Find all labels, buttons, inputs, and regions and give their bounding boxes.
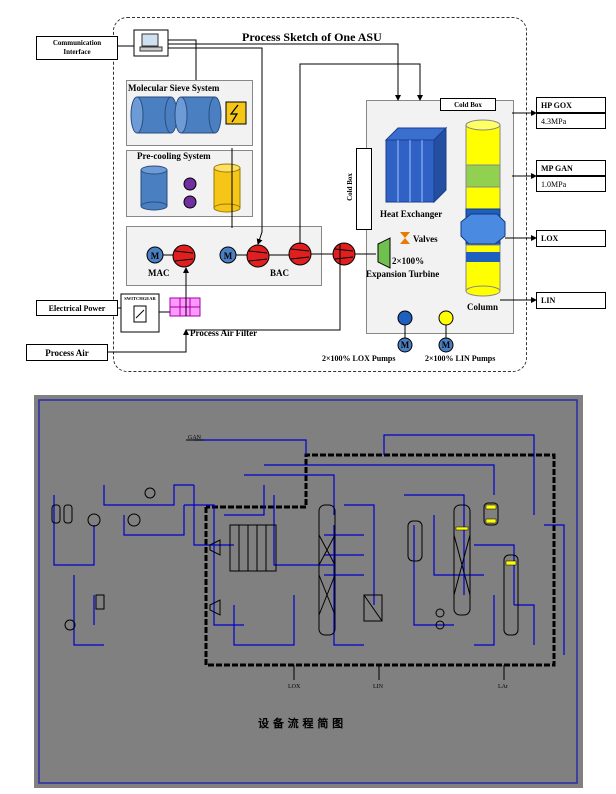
cold-box-vertical-tab bbox=[356, 148, 372, 230]
heat-exchanger-icon bbox=[384, 126, 448, 204]
output-lox-box: LOX bbox=[536, 230, 606, 247]
lox-pumps-label: 2×100% LOX Pumps bbox=[322, 354, 396, 363]
svg-text:M: M bbox=[442, 340, 451, 350]
precooling-label: Pre-cooling System bbox=[137, 151, 211, 161]
mac-label: MAC bbox=[148, 268, 170, 278]
heat-exchanger-label: Heat Exchanger bbox=[380, 209, 443, 219]
lin-pump-icon: M bbox=[438, 310, 454, 353]
lin-label: LIN bbox=[373, 684, 384, 690]
svg-text:M: M bbox=[401, 340, 410, 350]
top-diagram: Process Sketch of One ASU Communication … bbox=[0, 0, 616, 385]
output-mp-gan-pressure: 1.0MPa bbox=[536, 176, 606, 192]
chiller-tower bbox=[213, 163, 241, 213]
process-air-box: Process Air bbox=[26, 344, 108, 361]
precooling-pumps bbox=[183, 177, 197, 209]
communication-interface-box: Communication Interface bbox=[36, 36, 118, 60]
booster-compressor bbox=[332, 242, 356, 266]
gan-label: GAN bbox=[188, 435, 202, 441]
cold-box-top-tab: Cold Box bbox=[440, 98, 496, 111]
lar-label: LAr bbox=[498, 684, 508, 690]
electrical-power-box: Electrical Power bbox=[36, 300, 118, 316]
molecular-sieve-adsorbers bbox=[130, 96, 222, 134]
heater-icon bbox=[225, 101, 247, 125]
expansion-qty-label: 2×100% bbox=[392, 256, 425, 266]
svg-text:M: M bbox=[224, 251, 233, 261]
process-air-filter-label: Process Air Filter bbox=[190, 328, 258, 338]
computer-icon bbox=[133, 29, 169, 57]
bottom-caption: 设 备 流 程 简 图 bbox=[258, 717, 344, 730]
bac-label: BAC bbox=[270, 268, 290, 278]
lox-pump-icon: M bbox=[397, 310, 413, 353]
bac-compressor-1 bbox=[246, 244, 270, 268]
expansion-turbine-label: Expansion Turbine bbox=[366, 269, 440, 279]
mac-compressor bbox=[172, 244, 196, 268]
bac-compressor-2 bbox=[288, 242, 312, 266]
svg-text:M: M bbox=[151, 251, 160, 261]
precooling-tower bbox=[140, 165, 168, 211]
bac-motor: M bbox=[219, 246, 237, 264]
mac-motor: M bbox=[146, 246, 164, 264]
top-diagram-graphics: M M bbox=[108, 29, 537, 353]
molecular-sieve-label: Molecular Sieve System bbox=[128, 83, 220, 93]
svg-text:SWITCHGEAR: SWITCHGEAR bbox=[124, 296, 156, 301]
column-icon bbox=[460, 119, 506, 297]
output-mp-gan-box: MP GAN bbox=[536, 160, 606, 176]
output-hp-gox-pressure: 4.3MPa bbox=[536, 113, 606, 129]
valves-label: Valves bbox=[413, 234, 438, 244]
expansion-turbine-icon bbox=[377, 237, 391, 269]
lin-pumps-label: 2×100% LIN Pumps bbox=[425, 354, 496, 363]
flow-schematic: GAN LOX LIN LAr bbox=[38, 399, 578, 784]
diagram-title: Process Sketch of One ASU bbox=[242, 30, 382, 44]
asu-boundary bbox=[113, 17, 527, 372]
valve-icon bbox=[400, 232, 410, 244]
column-label: Column bbox=[467, 302, 499, 312]
lox-label: LOX bbox=[288, 684, 301, 690]
bottom-diagram: GAN LOX LIN LAr 设 备 流 程 简 图 bbox=[34, 395, 583, 788]
switchgear-icon: SWITCHGEAR bbox=[120, 293, 160, 333]
air-filter-icon bbox=[169, 297, 201, 317]
output-hp-gox-box: HP GOX bbox=[536, 97, 606, 113]
